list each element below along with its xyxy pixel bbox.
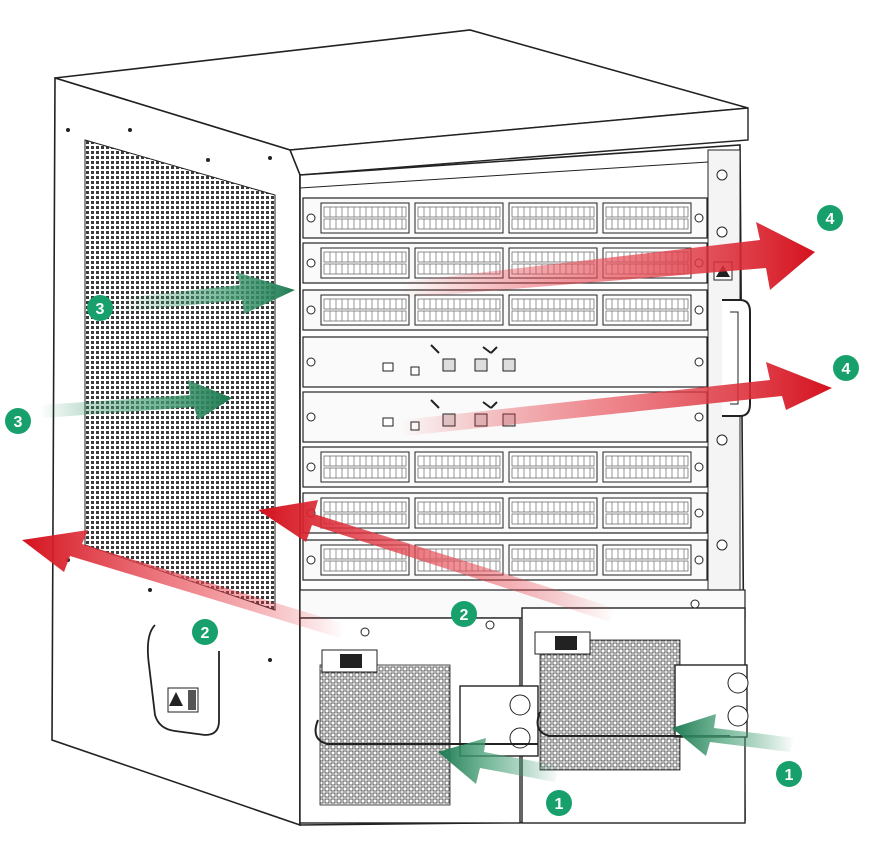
red-exhaust-arrow (400, 222, 815, 298)
callout-4b: 4 (833, 355, 859, 381)
svg-text:3: 3 (96, 301, 105, 318)
mpu-card-1 (302, 336, 708, 388)
green-intake-arrow (672, 714, 795, 756)
intake-arrows (40, 272, 795, 784)
line-card-3 (303, 290, 707, 330)
svg-text:2: 2 (201, 625, 210, 642)
line-card-5 (303, 493, 707, 533)
svg-text:1: 1 (785, 767, 794, 784)
exhaust-arrows (22, 222, 832, 638)
callout-2b: 2 (451, 601, 477, 627)
callout-badges: 1 1 2 2 3 3 4 4 (5, 205, 859, 816)
green-intake-arrow (120, 272, 295, 314)
callout-4a: 4 (817, 205, 843, 231)
callout-3b: 3 (5, 408, 31, 434)
green-intake-arrow (438, 738, 560, 784)
callout-1b: 1 (776, 761, 802, 787)
svg-text:4: 4 (842, 361, 851, 378)
red-exhaust-arrow (400, 362, 832, 436)
svg-text:2: 2 (460, 607, 469, 624)
svg-text:3: 3 (14, 414, 23, 431)
green-intake-arrow (40, 380, 232, 420)
svg-text:4: 4 (826, 211, 835, 228)
callout-3a: 3 (87, 295, 113, 321)
red-exhaust-arrow (258, 500, 615, 622)
callout-1a: 1 (546, 790, 572, 816)
power-supply-section (299, 589, 749, 824)
line-card-4 (303, 447, 707, 487)
line-card-1 (303, 198, 707, 238)
callout-2a: 2 (192, 619, 218, 645)
red-exhaust-arrow (22, 530, 345, 638)
svg-text:1: 1 (555, 796, 564, 813)
left-carry-handle (146, 624, 220, 736)
